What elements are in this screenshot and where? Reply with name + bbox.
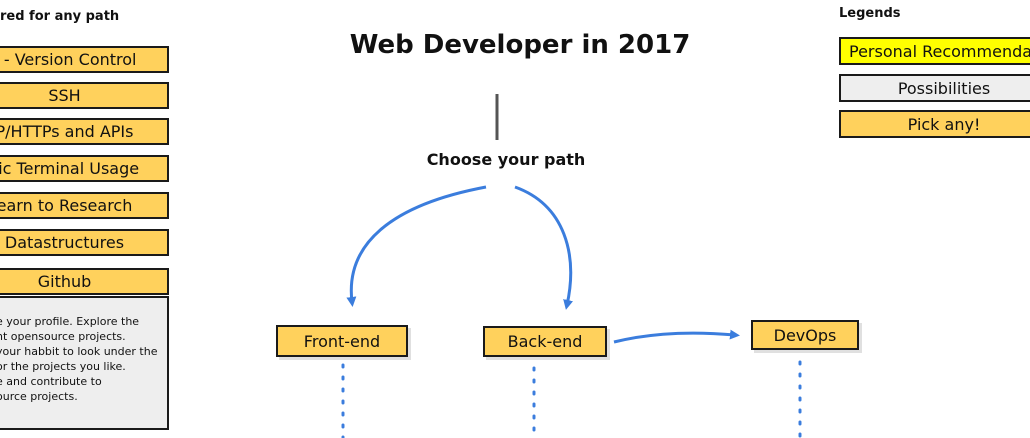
legend-pick-any: Pick any! <box>839 110 1030 138</box>
github-description: e your profile. Explore the nt opensourc… <box>0 296 169 430</box>
arrow-to-backend <box>514 185 573 310</box>
left-item-github[interactable]: Github <box>0 268 169 295</box>
arrow-to-frontend <box>346 185 487 307</box>
choose-path-label: Choose your path <box>426 150 586 169</box>
legend-possibilities: Possibilities <box>839 74 1030 102</box>
left-item-terminal-usage[interactable]: sic Terminal Usage <box>0 155 169 182</box>
legend-personal-recommendation: Personal Recommendation <box>839 37 1030 65</box>
frontend-node[interactable]: Front-end <box>276 325 408 357</box>
left-item-datastructures[interactable]: Datastructures <box>0 229 169 256</box>
left-item-ssh[interactable]: SSH <box>0 82 169 109</box>
left-item-learn-research[interactable]: earn to Research <box>0 192 169 219</box>
devops-node[interactable]: DevOps <box>751 320 859 350</box>
arrow-to-devops <box>613 329 740 344</box>
legend-title: Legends <box>839 6 901 21</box>
left-item-http-apis[interactable]: P/HTTPs and APIs <box>0 118 169 145</box>
left-panel-title: red for any path <box>0 9 120 24</box>
backend-node[interactable]: Back-end <box>483 326 607 357</box>
left-item-version-control[interactable]: t - Version Control <box>0 46 169 73</box>
roadmap-title: Web Developer in 2017 <box>349 30 691 60</box>
